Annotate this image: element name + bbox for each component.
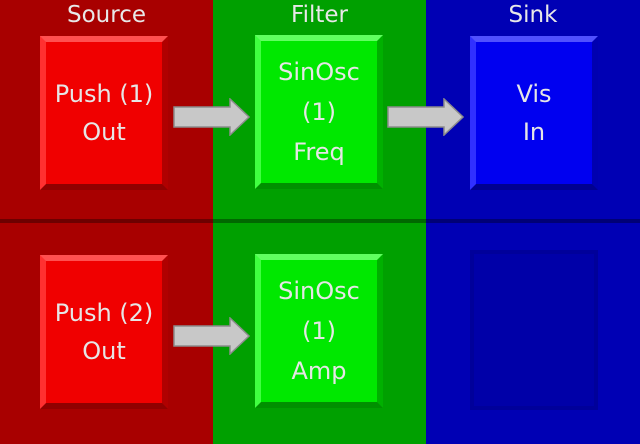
- column-header-filter: Filter: [291, 2, 348, 28]
- node-label-line1: Push (1): [54, 80, 154, 108]
- node-push-2-out[interactable]: Push (2) Out: [40, 255, 168, 409]
- node-push-1-out[interactable]: Push (1) Out: [40, 36, 168, 190]
- node-label-line3: Freq: [293, 138, 345, 166]
- node-label-line1: Push (2): [54, 299, 154, 327]
- node-vis-in[interactable]: Vis In: [470, 36, 598, 190]
- arrow-right-icon: [387, 98, 464, 136]
- row-divider: [426, 219, 640, 223]
- column-sink: Sink Vis In: [426, 0, 640, 444]
- node-sinosc-1-amp[interactable]: SinOsc (1) Amp: [255, 254, 383, 408]
- column-filter: Filter SinOsc (1) Freq SinOsc (1) Amp: [213, 0, 426, 444]
- node-label-line1: SinOsc: [278, 58, 360, 86]
- node-label-line1: SinOsc: [278, 277, 360, 305]
- node-label-line2: (1): [302, 317, 336, 345]
- node-label-line3: Amp: [291, 357, 347, 385]
- node-label-line2: Out: [82, 337, 126, 365]
- row-divider: [213, 219, 426, 223]
- node-label-line2: In: [522, 118, 546, 146]
- column-header-sink: Sink: [508, 2, 558, 28]
- node-sinosc-1-freq[interactable]: SinOsc (1) Freq: [255, 35, 383, 189]
- column-source: Source Push (1) Out Push (2) Out: [0, 0, 213, 444]
- arrow-right-icon: [173, 98, 250, 136]
- arrow-right-icon: [173, 317, 250, 355]
- column-header-source: Source: [67, 2, 146, 28]
- node-label-line1: Vis: [516, 80, 552, 108]
- empty-node-slot[interactable]: [470, 250, 598, 410]
- node-label-line2: Out: [82, 118, 126, 146]
- row-divider: [0, 219, 213, 223]
- node-label-line2: (1): [302, 98, 336, 126]
